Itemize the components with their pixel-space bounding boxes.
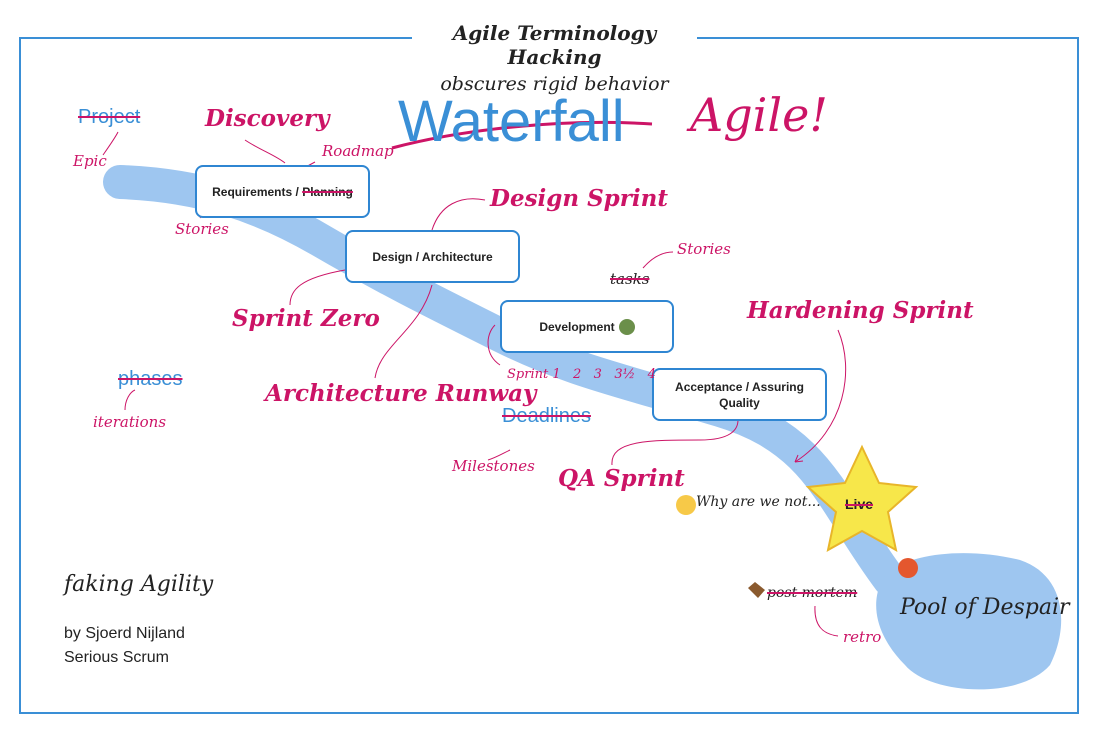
connector-sprint-zero — [289, 269, 346, 306]
label-retro: retro — [843, 628, 882, 646]
label-stories-2: Stories — [677, 240, 731, 258]
label-hardening-sprint: Hardening Sprint — [747, 297, 974, 324]
label-why: Why are we not... — [696, 494, 821, 510]
stage-development-box: Development — [500, 300, 674, 353]
headline-replacement: Agile! — [690, 88, 828, 142]
coffin-icon — [748, 582, 765, 598]
connector-design-sprint — [431, 198, 486, 231]
zombie-icon — [618, 318, 635, 335]
arrow-head — [794, 454, 804, 463]
label-sprint-zero: Sprint Zero — [232, 305, 380, 332]
stage-design-box: Design / Architecture — [345, 230, 520, 283]
stage-acceptance-label: Acceptance / Assuring Quality — [675, 379, 804, 410]
pool-of-despair — [876, 553, 1062, 690]
label-epic: Epic — [73, 152, 107, 170]
header: Agile Terminology Hacking obscures rigid… — [412, 21, 697, 95]
cursing-face-icon — [898, 558, 918, 578]
scream-face-icon — [676, 495, 696, 515]
stage-development-label: Development — [539, 319, 615, 334]
headline-crossed: Waterfall — [398, 89, 625, 154]
connector-arch-runway — [374, 284, 433, 379]
stage-planning-label: Planning — [302, 184, 353, 199]
label-post-mortem: post mortem — [767, 585, 858, 601]
label-stories-1: Stories — [175, 220, 229, 238]
connector-stories-2 — [642, 251, 674, 269]
label-sprint-numbers: Sprint 1 2 3 3½ 4 — [507, 367, 656, 382]
credits-org: Serious Scrum — [64, 649, 169, 666]
connector-sprint-bracket — [487, 324, 501, 366]
label-phases: phases — [118, 368, 183, 390]
header-title: Agile Terminology Hacking — [452, 21, 657, 69]
connector-milestones — [487, 449, 511, 461]
label-tasks: tasks — [610, 270, 650, 288]
label-qa-sprint: QA Sprint — [558, 465, 685, 492]
label-pool-of-despair: Pool of Despair — [900, 595, 1070, 620]
header-subtitle: obscures rigid behavior — [440, 73, 669, 95]
waterfall-strike — [391, 120, 653, 150]
label-project: Project — [78, 106, 141, 128]
connector-hardening — [794, 329, 847, 463]
connector-discovery — [244, 139, 286, 164]
label-architecture-runway: Architecture Runway — [265, 380, 537, 407]
connector-retro — [814, 605, 839, 637]
stage-design-label: Design / Architecture — [372, 249, 493, 264]
label-iterations: iterations — [93, 413, 167, 431]
connector-qa — [611, 419, 739, 466]
stage-requirements-label: Requirements / — [212, 184, 299, 199]
label-deadlines: Deadlines — [502, 405, 591, 427]
label-design-sprint: Design Sprint — [490, 185, 668, 212]
label-roadmap: Roadmap — [322, 142, 394, 160]
label-live: Live — [845, 496, 874, 512]
label-milestones: Milestones — [452, 457, 535, 475]
credits-title: faking Agility — [64, 572, 214, 597]
connector-iterations — [124, 389, 136, 411]
label-discovery: Discovery — [205, 105, 330, 132]
credits-author: by Sjoerd Nijland — [64, 625, 185, 642]
stage-requirements-box: Requirements / Planning — [195, 165, 370, 218]
connector-epic — [102, 131, 119, 156]
stage-acceptance-box: Acceptance / Assuring Quality — [652, 368, 827, 421]
star-icon — [805, 444, 919, 552]
